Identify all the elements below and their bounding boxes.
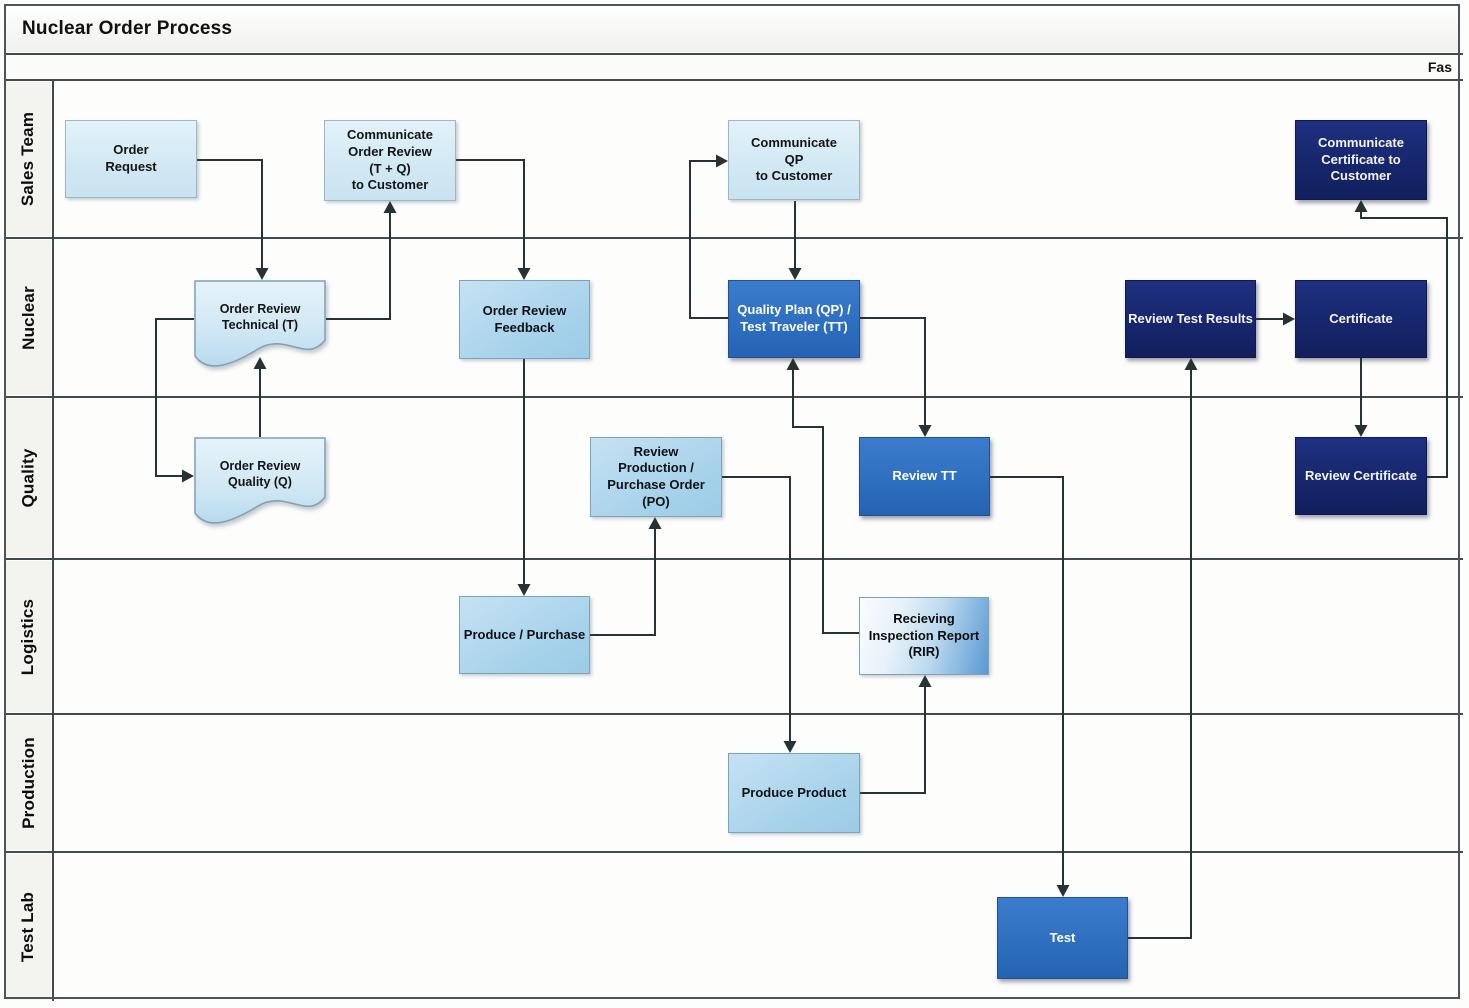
node-order-review-feedback: Order Review Feedback	[459, 280, 590, 359]
lane-label-test-lab: Test Lab	[6, 854, 51, 1000]
lane-divider	[5, 396, 1463, 398]
diagram-title: Nuclear Order Process	[22, 18, 233, 39]
node-order-review-technical: Order Review Technical (T)	[194, 280, 326, 378]
phase-band-label: Fas	[1427, 59, 1452, 75]
node-review-production-po: Review Production / Purchase Order (PO)	[590, 437, 722, 517]
node-review-certificate: Review Certificate	[1295, 437, 1427, 515]
title-bar: Nuclear Order Process	[6, 6, 1460, 52]
lane-label-production: Production	[6, 716, 51, 850]
title-divider	[5, 53, 1463, 55]
node-label: Order Review Quality (Q)	[219, 458, 301, 489]
lane-label-quality: Quality	[6, 399, 51, 557]
node-order-request: Order Request	[65, 120, 197, 198]
band-divider	[5, 79, 1463, 81]
node-certificate: Certificate	[1295, 280, 1427, 358]
document-shape	[194, 280, 326, 367]
diagram-border	[4, 4, 1460, 999]
node-communicate-order-review: Communicate Order Review (T + Q) to Cust…	[324, 120, 456, 201]
lane-label-nuclear: Nuclear	[6, 240, 51, 395]
lane-label-sales-team: Sales Team	[6, 82, 51, 236]
node-communicate-certificate: Communicate Certificate to Customer	[1295, 120, 1427, 200]
node-quality-plan-test-traveler: Quality Plan (QP) / Test Traveler (TT)	[728, 280, 860, 358]
lane-divider	[5, 237, 1463, 239]
node-review-tt: Review TT	[859, 437, 990, 516]
node-communicate-qp: Communicate QP to Customer	[728, 120, 860, 200]
node-review-test-results: Review Test Results	[1125, 280, 1256, 358]
node-label: Order Review Technical (T)	[219, 301, 301, 332]
node-receiving-inspection-report: Recieving Inspection Report (RIR)	[859, 597, 989, 675]
lane-label-column-divider	[52, 80, 54, 1001]
lane-divider	[5, 851, 1463, 853]
lane-label-logistics: Logistics	[6, 561, 51, 712]
node-produce-purchase: Produce / Purchase	[459, 596, 590, 674]
node-order-review-quality: Order Review Quality (Q)	[194, 437, 326, 535]
document-shape	[194, 437, 326, 524]
phase-band: Fas	[6, 55, 1460, 79]
node-test: Test	[997, 897, 1128, 979]
node-produce-product: Produce Product	[728, 753, 860, 833]
